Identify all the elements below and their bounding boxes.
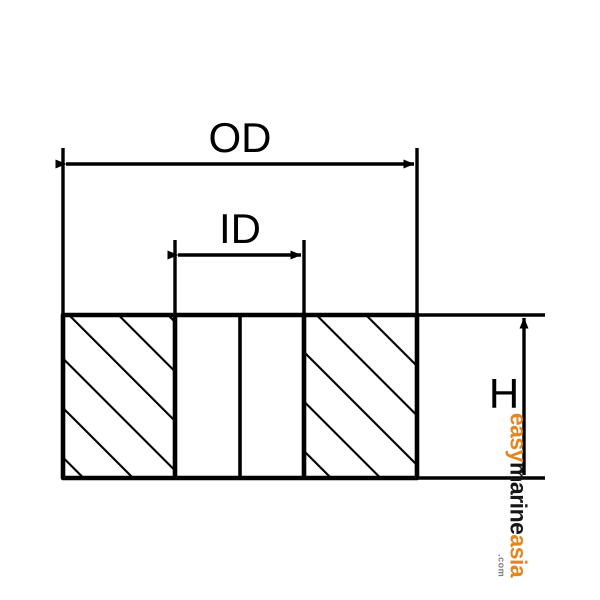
hatched-left-wall xyxy=(63,315,175,478)
id-label: ID xyxy=(219,205,261,252)
section-hatching-group xyxy=(63,315,417,478)
hatched-right-wall xyxy=(304,315,417,478)
od-dimension-group xyxy=(55,148,419,318)
h-label: H xyxy=(489,370,519,417)
id-dimension-group xyxy=(167,240,306,318)
od-label: OD xyxy=(209,114,272,161)
h-dimension-group xyxy=(415,313,545,480)
